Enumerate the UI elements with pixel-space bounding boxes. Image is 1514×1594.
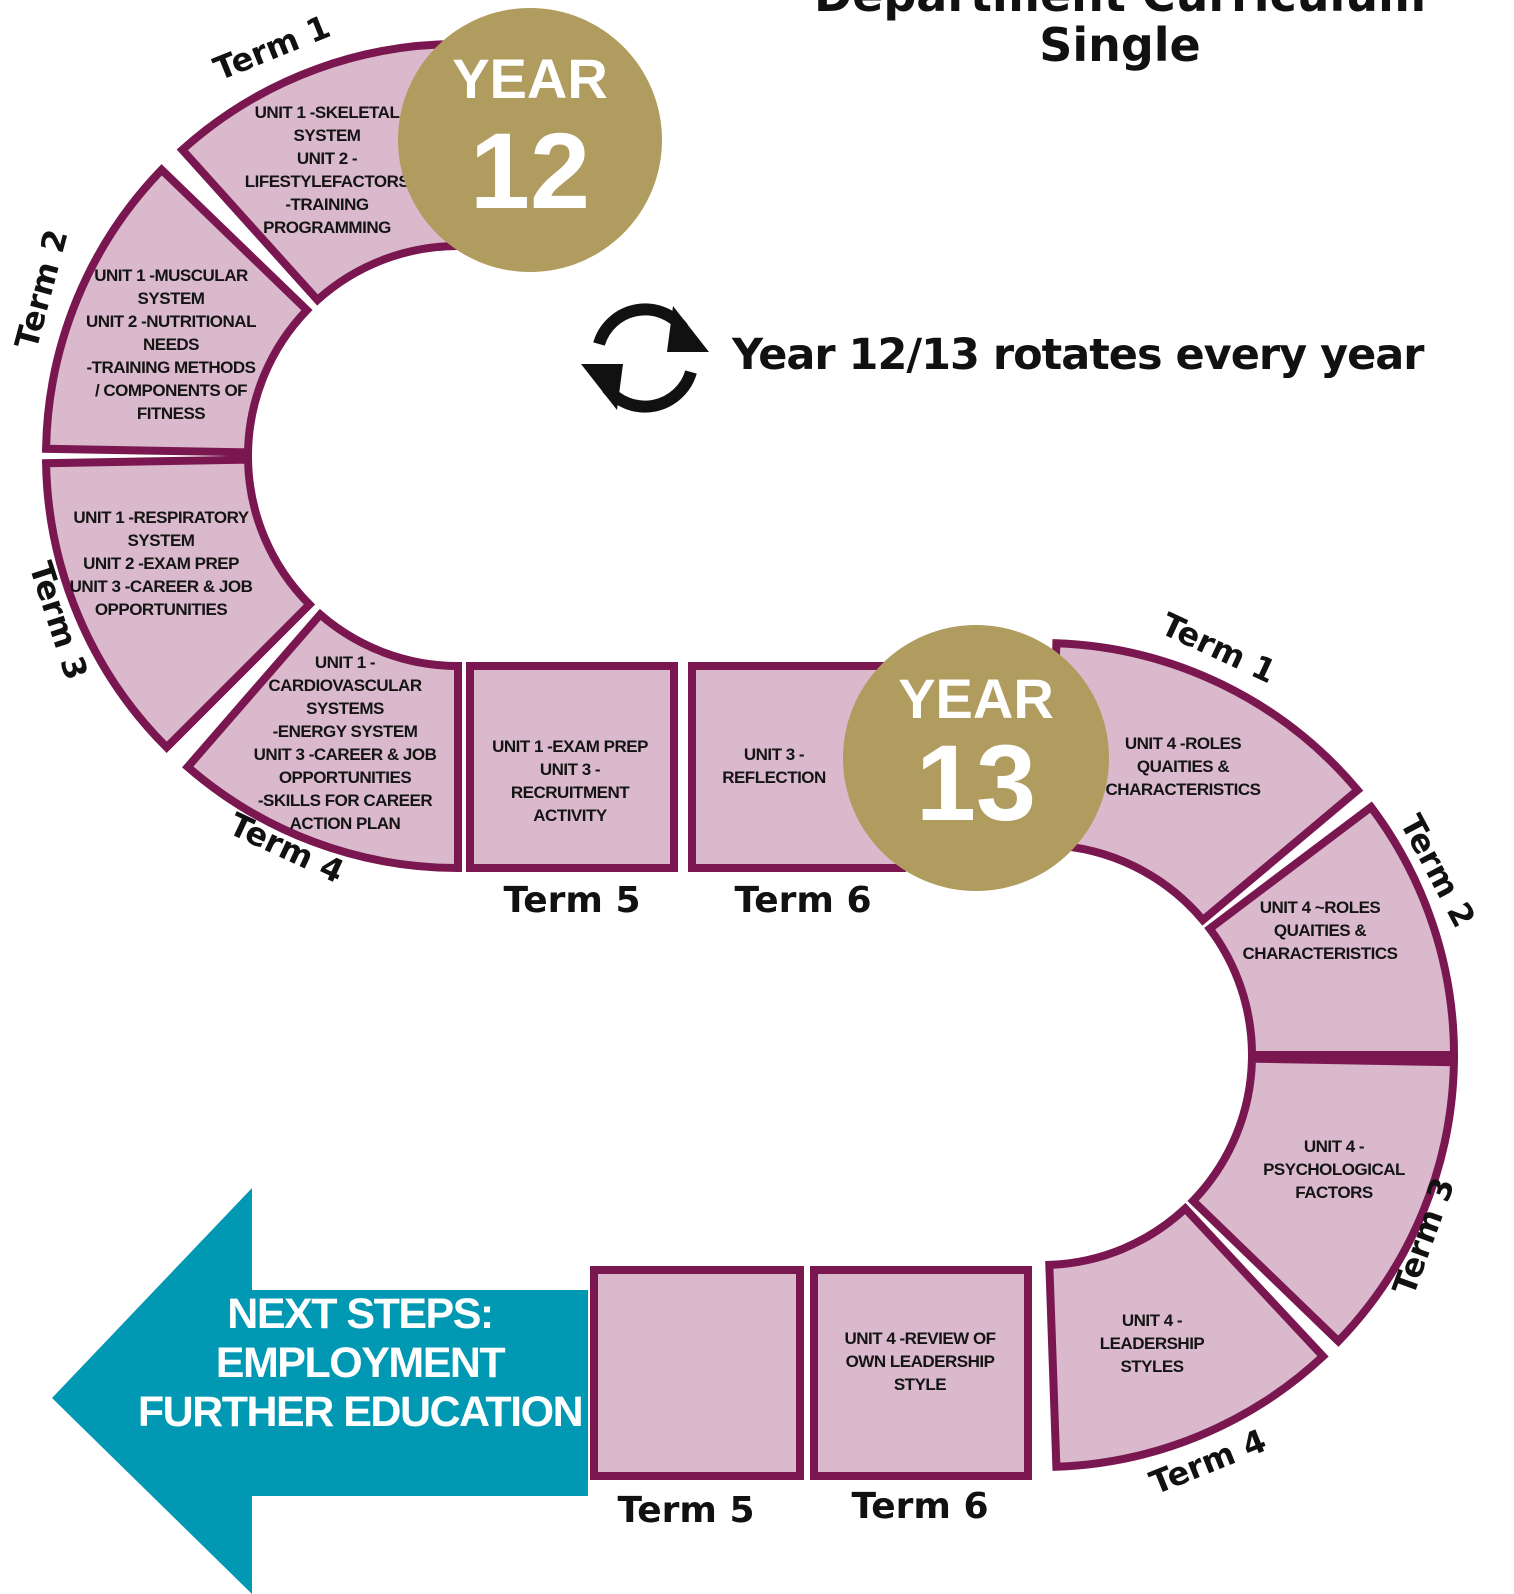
year13-term6-label: Term 6	[851, 1486, 988, 1527]
year12-term3-segment	[41, 455, 316, 753]
year12-term6-unit-line: REFLECTION	[722, 768, 826, 787]
year12-term4-unit-line: CARDIOVASCULAR	[268, 676, 421, 695]
year12-term5-units: UNIT 1 -EXAM PREP UNIT 3 - RECRUITMENT ACTI…	[492, 737, 648, 825]
year13-term1-unit-line: QUAITIES &	[1137, 757, 1230, 776]
year12-term2-unit-line: SYSTEM	[138, 289, 205, 308]
year12-term3-unit-line: UNIT 3 -CAREER & JOB	[70, 577, 253, 596]
year13-term1-segment	[1045, 639, 1364, 926]
year13-term1-unit-line: UNIT 4 -ROLES	[1125, 734, 1241, 753]
year13-term2-unit-line: CHARACTERISTICS	[1243, 944, 1398, 963]
year12-term5-segment	[466, 662, 678, 872]
year12-badge-word: YEAR	[452, 47, 608, 110]
year13-badge: YEAR 13	[843, 625, 1109, 891]
next-steps-further-education: FURTHER EDUCATION	[137, 1388, 584, 1436]
year12-term5-unit-line: UNIT 1 -EXAM PREP	[492, 737, 648, 756]
next-steps-text: NEXT STEPS: EMPLOYMENT FURTHER EDUCATION	[95, 1290, 625, 1437]
year12-term4-unit-line: SYSTEMS	[306, 699, 384, 718]
year12-term2-unit-line: / COMPONENTS OF	[95, 381, 247, 400]
unit-texts: UNIT 1 -SKELETAL SYSTEM UNIT 2 - LIFESTYLEF…	[70, 103, 1406, 1394]
year13-term2-unit-line: UNIT 4 ~ROLES	[1260, 898, 1381, 917]
year13-term3-unit-line: UNIT 4 -	[1304, 1137, 1364, 1156]
year13-term5-units: UNIT 4 -REVIEW OF OWN LEADERSHIP STYLE	[844, 1329, 995, 1394]
year13-term2-segment	[1204, 801, 1459, 1059]
year12-term4-unit-line: ACTION PLAN	[290, 814, 401, 833]
year13-term5-unit-line: UNIT 4 -REVIEW OF	[844, 1329, 995, 1348]
rotation-note: Year 12/13 rotates every year	[732, 330, 1424, 380]
year13-badge-number: 13	[916, 722, 1036, 843]
year13-term5-unit-line: STYLE	[894, 1375, 946, 1394]
year13-term4-units: UNIT 4 - LEADERSHIP STYLES	[1100, 1311, 1205, 1376]
year12-term2-unit-line: FITNESS	[137, 404, 205, 423]
year12-term1-unit-line: -TRAINING	[285, 195, 369, 214]
year12-term4-unit-line: OPPORTUNITIES	[279, 768, 412, 787]
year13-term1-units: UNIT 4 -ROLES QUAITIES & CHARACTERISTICS	[1106, 734, 1261, 799]
year12-term6-units: UNIT 3 - REFLECTION	[722, 745, 826, 787]
year13-term5-label: Term 5	[617, 1490, 754, 1531]
year13-term5-unit-line: OWN LEADERSHIP	[846, 1352, 995, 1371]
year13-term3-units: UNIT 4 - PSYCHOLOGICAL FACTORS	[1263, 1137, 1405, 1202]
year12-term5-unit-line: ACTIVITY	[533, 806, 608, 825]
page-subtitle: Single	[1039, 18, 1201, 72]
year12-term4-segment	[182, 608, 462, 873]
year13-term2-unit-line: QUAITIES &	[1274, 921, 1367, 940]
year13-term4-unit-line: LEADERSHIP	[1100, 1334, 1205, 1353]
year12-term3-units: UNIT 1 -RESPIRATORY SYSTEM UNIT 2 -EXAM PR…	[70, 508, 253, 619]
year13-term6-segment	[590, 1266, 804, 1480]
year12-term1-unit-line: SYSTEM	[294, 126, 361, 145]
year13-term2-units: UNIT 4 ~ROLES QUAITIES & CHARACTERISTICS	[1243, 898, 1398, 963]
year12-term2-units: UNIT 1 -MUSCULAR SYSTEM UNIT 2 -NUTRITIONA…	[86, 266, 256, 423]
year12-term6-unit-line: UNIT 3 -	[744, 745, 804, 764]
year12-term1-units: UNIT 1 -SKELETAL SYSTEM UNIT 2 - LIFESTYLEF…	[245, 103, 410, 237]
year13-term4-segment	[1045, 1202, 1329, 1471]
next-steps-heading: NEXT STEPS:	[227, 1290, 494, 1338]
year13-term3-segment	[1187, 1054, 1459, 1347]
year13-term3-unit-line: PSYCHOLOGICAL	[1263, 1160, 1405, 1179]
road-segments	[41, 40, 1459, 1480]
year13-badge-word: YEAR	[898, 667, 1054, 730]
year12-term4-unit-line: -ENERGY SYSTEM	[273, 722, 418, 741]
next-steps-arrow	[52, 1188, 588, 1594]
year12-term5-unit-line: RECRUITMENT	[511, 783, 630, 802]
year12-term1-unit-line: UNIT 1 -SKELETAL	[255, 103, 400, 122]
year12-term4-unit-line: -SKILLS FOR CAREER	[258, 791, 432, 810]
year12-term2-unit-line: UNIT 2 -NUTRITIONAL	[86, 312, 256, 331]
year12-badge-number: 12	[470, 110, 590, 231]
year12-term5-unit-line: UNIT 3 -	[540, 760, 600, 779]
year12-term2-segment	[41, 164, 313, 457]
year12-term2-unit-line: UNIT 1 -MUSCULAR	[94, 266, 248, 285]
next-steps-employment: EMPLOYMENT	[215, 1339, 506, 1387]
year12-term3-unit-line: OPPORTUNITIES	[95, 600, 228, 619]
page-title: Department Curriculum	[800, 0, 1440, 22]
year12-term3-unit-line: UNIT 2 -EXAM PREP	[83, 554, 239, 573]
year12-term3-unit-line: SYSTEM	[128, 531, 195, 550]
year12-term1-unit-line: LIFESTYLEFACTORS	[245, 172, 410, 191]
year12-badge: YEAR 12	[398, 8, 662, 272]
year12-term4-units: UNIT 1 - CARDIOVASCULAR SYSTEMS -ENERGY SYS…	[254, 653, 437, 833]
year12-term3-unit-line: UNIT 1 -RESPIRATORY	[73, 508, 249, 527]
year12-term2-unit-line: -TRAINING METHODS	[86, 358, 255, 377]
year13-term4-unit-line: STYLES	[1120, 1357, 1183, 1376]
year12-term1-unit-line: UNIT 2 -	[297, 149, 357, 168]
year13-term4-unit-line: UNIT 4 -	[1122, 1311, 1182, 1330]
rotate-arrows-icon	[581, 303, 709, 413]
year12-term4-unit-line: UNIT 1 -	[315, 653, 375, 672]
year12-term6-label: Term 6	[734, 880, 871, 921]
year13-term5-segment	[810, 1266, 1032, 1480]
year13-term1-unit-line: CHARACTERISTICS	[1106, 780, 1261, 799]
year12-term4-unit-line: UNIT 3 -CAREER & JOB	[254, 745, 437, 764]
year12-term5-label: Term 5	[503, 880, 640, 921]
year12-term1-unit-line: PROGRAMMING	[263, 218, 391, 237]
year12-term2-unit-line: NEEDS	[143, 335, 199, 354]
year13-term3-unit-line: FACTORS	[1295, 1183, 1373, 1202]
